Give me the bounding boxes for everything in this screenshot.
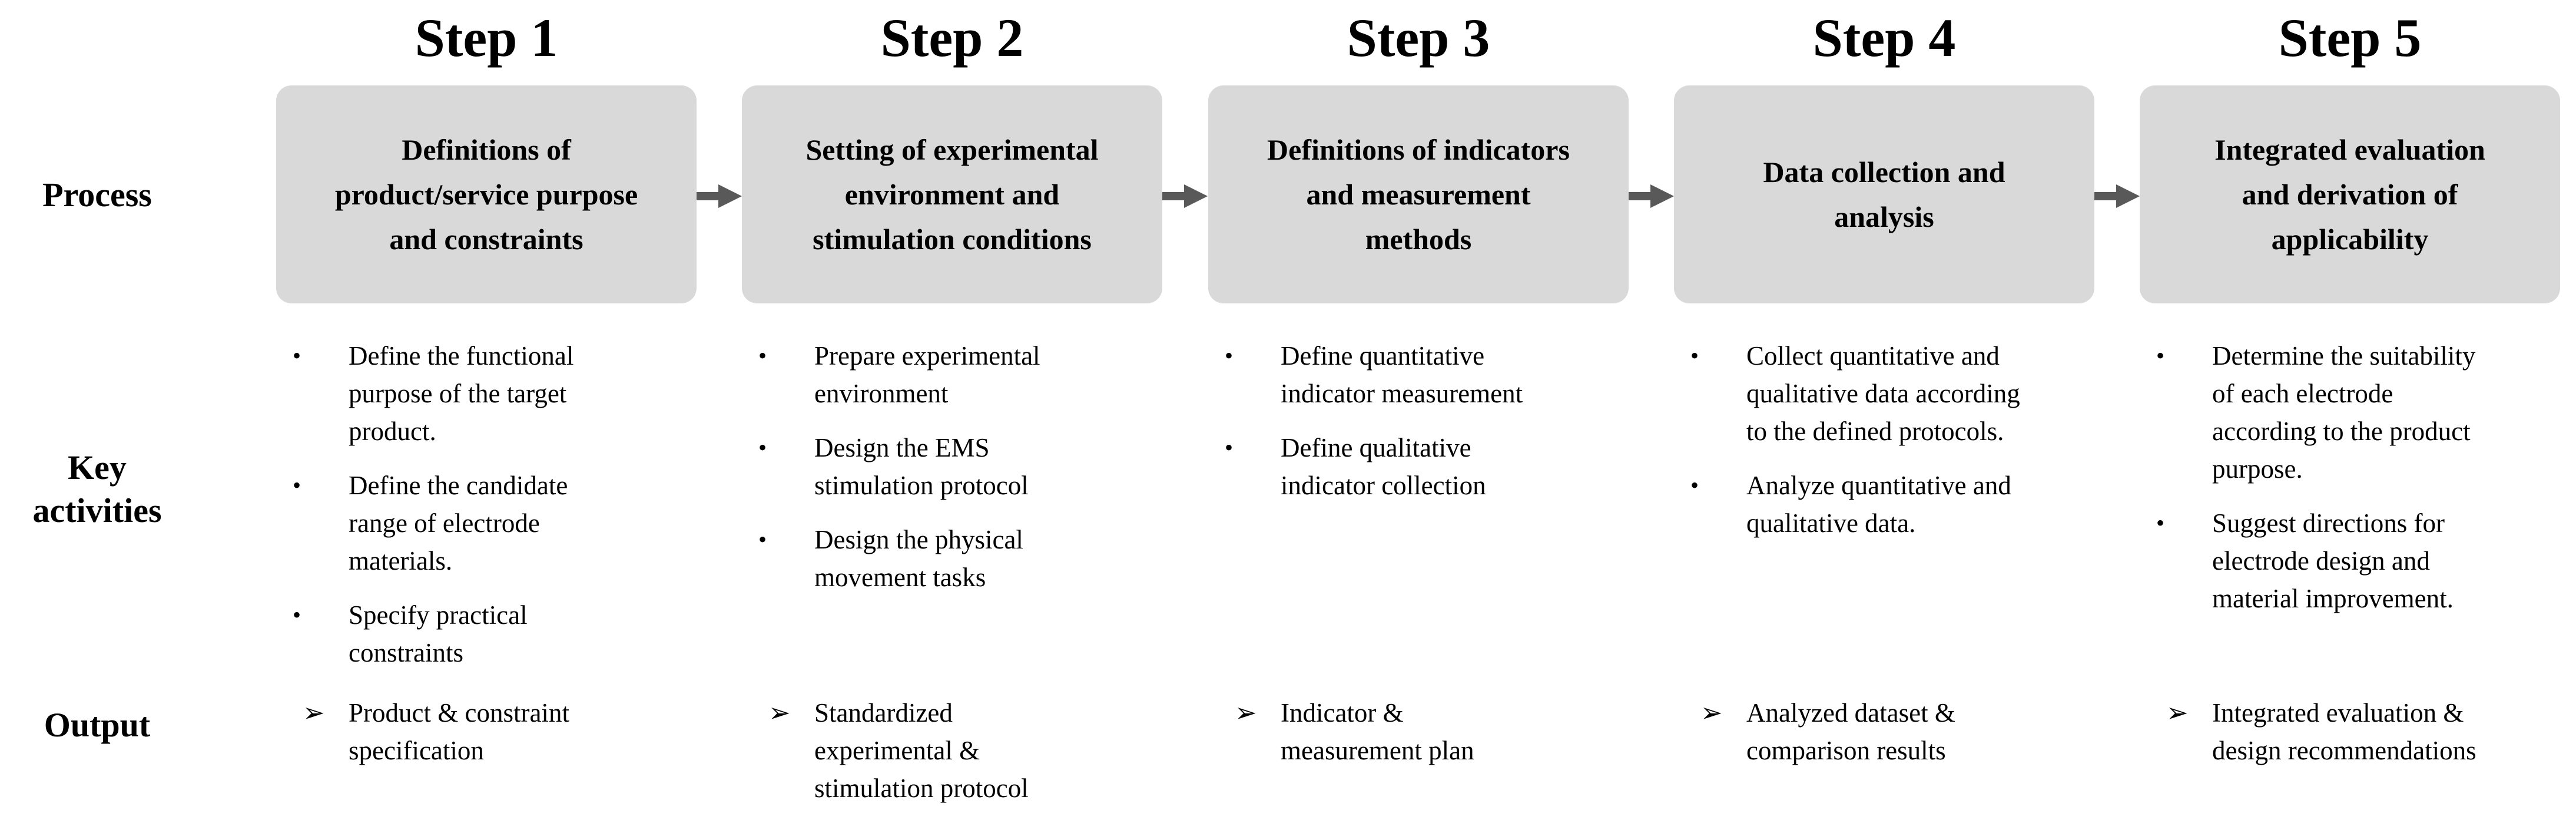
activity-item: • Define the candidate range of electrod… — [293, 467, 688, 580]
output-text: Integrated evaluation & design recommend… — [2212, 698, 2476, 765]
activity-text: Specify practical constraints — [349, 600, 528, 667]
step-4-process-title: Data collection and analysis — [1763, 156, 2005, 233]
flow-arrow-shape — [697, 184, 742, 208]
step-3-output: ➢ Indicator & measurement plan — [1235, 694, 1616, 769]
output-text: Product & constraint specification — [349, 698, 569, 765]
step-3-process-box: Definitions of indicators and measuremen… — [1208, 85, 1629, 303]
flow-arrow-3-icon — [1629, 184, 1674, 208]
activity-item: • Prepare experimental environment — [758, 337, 1154, 412]
flow-arrow-1-icon — [697, 184, 742, 208]
flow-arrow-4-icon — [2094, 184, 2140, 208]
step-5-process-title: Integrated evaluation and derivation of … — [2214, 133, 2485, 256]
output-arrowhead-icon: ➢ — [303, 698, 325, 728]
output-arrowhead-icon: ➢ — [1235, 698, 1257, 728]
activity-text: Define the candidate range of electrode … — [349, 471, 568, 576]
flow-arrow-shape — [1629, 184, 1674, 208]
step-5-output: ➢ Integrated evaluation & design recomme… — [2166, 694, 2548, 769]
step-5-activities-list: • Determine the suitability of each elec… — [2156, 337, 2552, 634]
activity-text: Prepare experimental environment — [814, 341, 1040, 408]
row-label-process: Process — [42, 176, 152, 214]
step-1-activities-list: • Define the functional purpose of the t… — [293, 337, 688, 688]
flow-arrow-shape — [2094, 184, 2140, 208]
bullet-icon: • — [293, 472, 301, 498]
step-3-activities-list: • Define quantitative indicator measurem… — [1225, 337, 1620, 521]
step-2-header: Step 2 — [880, 8, 1024, 68]
step-5-process-box: Integrated evaluation and derivation of … — [2140, 85, 2560, 303]
row-label-output: Output — [44, 706, 151, 744]
bullet-icon: • — [293, 342, 301, 369]
activity-text: Define quantitative indicator measuremen… — [1281, 341, 1523, 408]
output-arrowhead-icon: ➢ — [1700, 698, 1723, 728]
activity-text: Determine the suitability of each electr… — [2212, 341, 2476, 484]
step-1-header: Step 1 — [415, 8, 558, 68]
step-4-header: Step 4 — [1812, 8, 1956, 68]
activity-item: • Define qualitative indicator collectio… — [1225, 429, 1620, 504]
bullet-icon: • — [2156, 510, 2165, 536]
step-4-process-box: Data collection and analysis — [1674, 85, 2094, 303]
step-2-output: ➢ Standardized experimental & stimulatio… — [768, 694, 1150, 807]
activity-text: Design the physical movement tasks — [814, 525, 1023, 592]
step-2-activities-list: • Prepare experimental environment • Des… — [758, 337, 1154, 613]
bullet-icon: • — [1690, 472, 1699, 498]
bullet-icon: • — [758, 526, 767, 553]
flow-arrow-shape — [1162, 184, 1208, 208]
output-arrowhead-icon: ➢ — [2166, 698, 2189, 728]
activity-text: Collect quantitative and qualitative dat… — [1746, 341, 2020, 446]
activity-item: • Specify practical constraints — [293, 596, 688, 672]
step-3-process-title: Definitions of indicators and measuremen… — [1267, 133, 1570, 256]
activity-item: • Collect quantitative and qualitative d… — [1690, 337, 2086, 450]
step-2-process-box: Setting of experimental environment and … — [742, 85, 1162, 303]
activity-item: • Analyze quantitative and qualitative d… — [1690, 467, 2086, 542]
activity-item: • Suggest directions for electrode desig… — [2156, 504, 2552, 617]
activity-text: Suggest directions for electrode design … — [2212, 508, 2454, 613]
step-4-output: ➢ Analyzed dataset & comparison results — [1700, 694, 2082, 769]
activity-text: Define the functional purpose of the tar… — [349, 341, 574, 446]
step-2-process-title: Setting of experimental environment and … — [805, 133, 1099, 256]
step-3-header: Step 3 — [1347, 8, 1490, 68]
activity-text: Design the EMS stimulation protocol — [814, 433, 1029, 500]
activity-item: • Design the EMS stimulation protocol — [758, 429, 1154, 504]
bullet-icon: • — [1690, 342, 1699, 369]
bullet-icon: • — [758, 434, 767, 461]
bullet-icon: • — [2156, 342, 2165, 369]
row-label-key-activities: Key activities — [32, 448, 162, 530]
activity-item: • Determine the suitability of each elec… — [2156, 337, 2552, 488]
activity-text: Analyze quantitative and qualitative dat… — [1746, 471, 2011, 538]
step-1-process-title: Definitions of product/service purpose a… — [334, 133, 638, 256]
step-1-output: ➢ Product & constraint specification — [303, 694, 684, 769]
activity-item: • Define the functional purpose of the t… — [293, 337, 688, 450]
bullet-icon: • — [1225, 342, 1234, 369]
flow-arrow-2-icon — [1162, 184, 1208, 208]
step-5-header: Step 5 — [2278, 8, 2422, 68]
bullet-icon: • — [1225, 434, 1234, 461]
bullet-icon: • — [293, 601, 301, 628]
output-arrowhead-icon: ➢ — [768, 698, 791, 728]
output-text: Analyzed dataset & comparison results — [1746, 698, 1955, 765]
output-text: Indicator & measurement plan — [1281, 698, 1474, 765]
activity-item: • Define quantitative indicator measurem… — [1225, 337, 1620, 412]
activity-text: Define qualitative indicator collection — [1281, 433, 1486, 500]
bullet-icon: • — [758, 342, 767, 369]
activity-item: • Design the physical movement tasks — [758, 521, 1154, 596]
output-text: Standardized experimental & stimulation … — [814, 698, 1029, 803]
step-4-activities-list: • Collect quantitative and qualitative d… — [1690, 337, 2086, 558]
step-1-process-box: Definitions of product/service purpose a… — [276, 85, 697, 303]
